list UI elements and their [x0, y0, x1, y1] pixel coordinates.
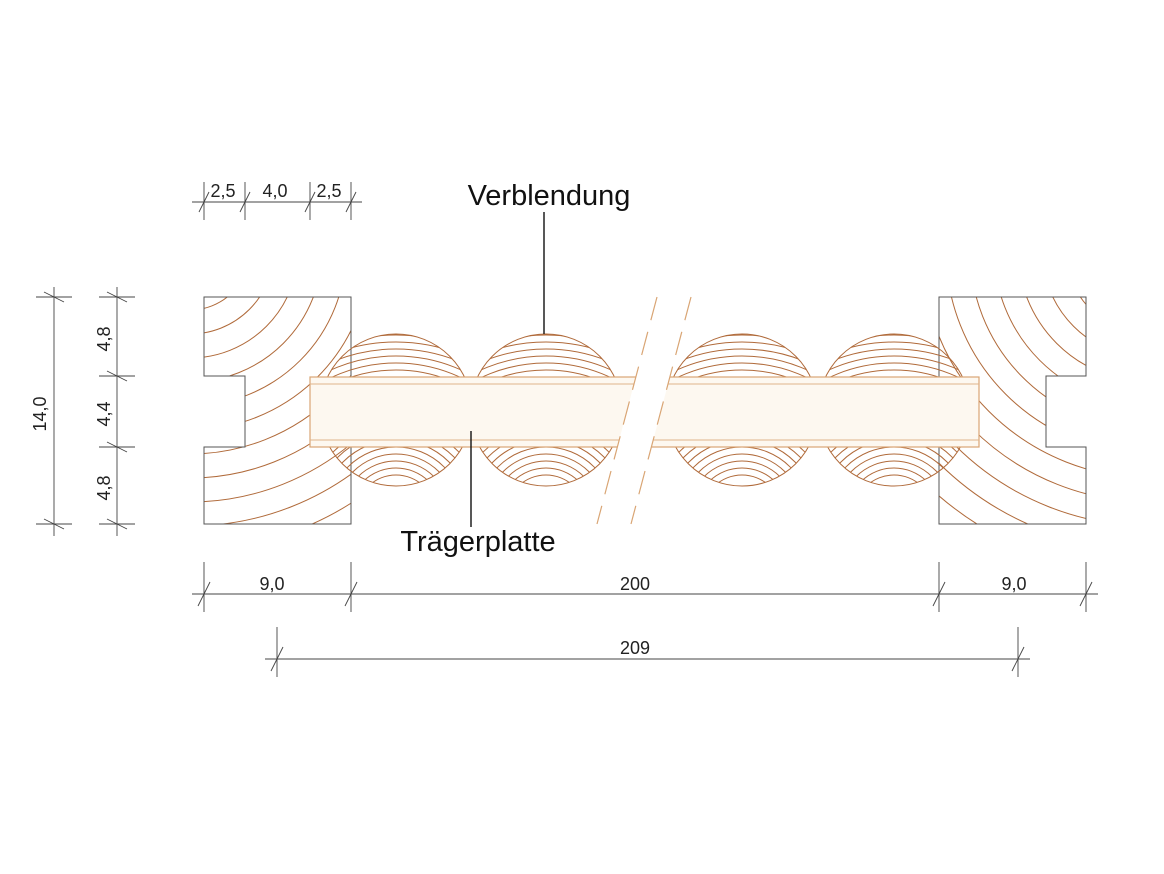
grain-ring: [355, 474, 437, 486]
grain-ring: [204, 297, 351, 524]
grain-ring: [505, 474, 587, 486]
bottom-dim-right: 9,0: [1001, 574, 1026, 594]
grain-ring: [320, 334, 472, 486]
grain-ring: [204, 297, 251, 311]
grain-ring: [939, 297, 1086, 524]
grain-ring: [204, 297, 351, 524]
grain-ring: [666, 369, 818, 486]
top-dim-3: 2,5: [316, 181, 341, 201]
bottom-dim-middle: 200: [620, 574, 650, 594]
left-post: [203, 296, 352, 525]
grain-ring: [818, 348, 970, 486]
grain-ring: [498, 467, 594, 486]
grain-ring: [470, 348, 622, 486]
grain-ring: [334, 453, 458, 486]
grain-ring: [327, 446, 465, 486]
grain-ring: [666, 341, 818, 486]
grain-ring: [320, 369, 472, 486]
grain-ring: [666, 362, 818, 486]
height-dim-middle: 4,4: [94, 401, 114, 426]
grain-ring: [470, 355, 622, 486]
height-dim-bottom: 4,8: [94, 475, 114, 500]
total-height-dim: 14,0: [30, 396, 50, 431]
grain-ring: [320, 418, 472, 486]
grain-ring: [204, 297, 347, 407]
dimension-labels: 2,5 4,0 2,5 14,0 4,8 4,4 4,8 9,0 200 9,0…: [30, 181, 1027, 658]
grain-ring: [818, 362, 970, 486]
grain-ring: [673, 446, 811, 486]
grain-ring: [470, 341, 622, 486]
top-dim-2: 4,0: [262, 181, 287, 201]
left-post-outline: [203, 296, 352, 525]
grain-ring: [491, 460, 601, 486]
grain-ring: [666, 432, 818, 486]
grain-ring: [818, 432, 970, 486]
grain-ring: [470, 369, 622, 486]
grain-ring: [694, 467, 790, 486]
grain-ring: [204, 297, 275, 335]
grain-ring: [666, 334, 818, 486]
grain-ring: [839, 460, 949, 486]
grain-ring: [204, 297, 351, 524]
grain-ring: [320, 348, 472, 486]
grain-ring: [320, 362, 472, 486]
dimension-lines: [36, 182, 1098, 677]
grain-ring: [320, 439, 472, 486]
grain-ring: [818, 369, 970, 486]
grain-ring: [320, 432, 472, 486]
grain-ring: [701, 474, 783, 486]
grain-ring: [680, 453, 804, 486]
grain-ring: [1041, 297, 1086, 359]
grain-ring: [832, 453, 956, 486]
right-post-outline: [938, 296, 1087, 525]
grain-ring: [853, 474, 935, 486]
grain-ring: [1017, 297, 1086, 383]
right-post-grain: [939, 190, 1164, 524]
grain-ring: [666, 348, 818, 486]
grain-ring: [666, 418, 818, 486]
grain-ring: [470, 362, 622, 486]
height-dim-top: 4,8: [94, 326, 114, 351]
grain-ring: [470, 439, 622, 486]
top-dim-1: 2,5: [210, 181, 235, 201]
grain-ring: [666, 439, 818, 486]
grain-ring: [939, 297, 1086, 524]
leader-lines: [470, 212, 545, 527]
grain-ring: [320, 341, 472, 486]
grain-ring: [939, 297, 1086, 524]
grain-ring: [825, 446, 963, 486]
grain-ring: [204, 297, 351, 431]
grain-ring: [1065, 297, 1086, 335]
grain-ring: [939, 297, 1086, 524]
carrier-board-label: Trägerplatte: [400, 526, 555, 558]
grain-ring: [939, 297, 1086, 524]
grain-ring: [477, 446, 615, 486]
left-post-grain: [204, 297, 351, 524]
grain-ring: [484, 453, 608, 486]
grain-ring: [204, 297, 351, 524]
right-post: [938, 190, 1164, 525]
grain-ring: [846, 467, 942, 486]
facing-label: Verblendung: [468, 180, 631, 212]
grain-ring: [204, 297, 299, 359]
grain-ring: [320, 355, 472, 486]
grain-ring: [687, 460, 797, 486]
grain-ring: [341, 460, 451, 486]
break-marks: [596, 296, 692, 525]
overall-width-dim: 209: [620, 638, 650, 658]
grain-ring: [470, 334, 622, 486]
grain-ring: [818, 418, 970, 486]
grain-ring: [818, 355, 970, 486]
grain-ring: [1090, 190, 1164, 310]
bottom-dim-left: 9,0: [259, 574, 284, 594]
grain-ring: [666, 355, 818, 486]
grain-ring: [818, 341, 970, 486]
grain-ring: [993, 297, 1086, 407]
grain-ring: [348, 467, 444, 486]
grain-ring: [818, 439, 970, 486]
grain-ring: [818, 334, 970, 486]
